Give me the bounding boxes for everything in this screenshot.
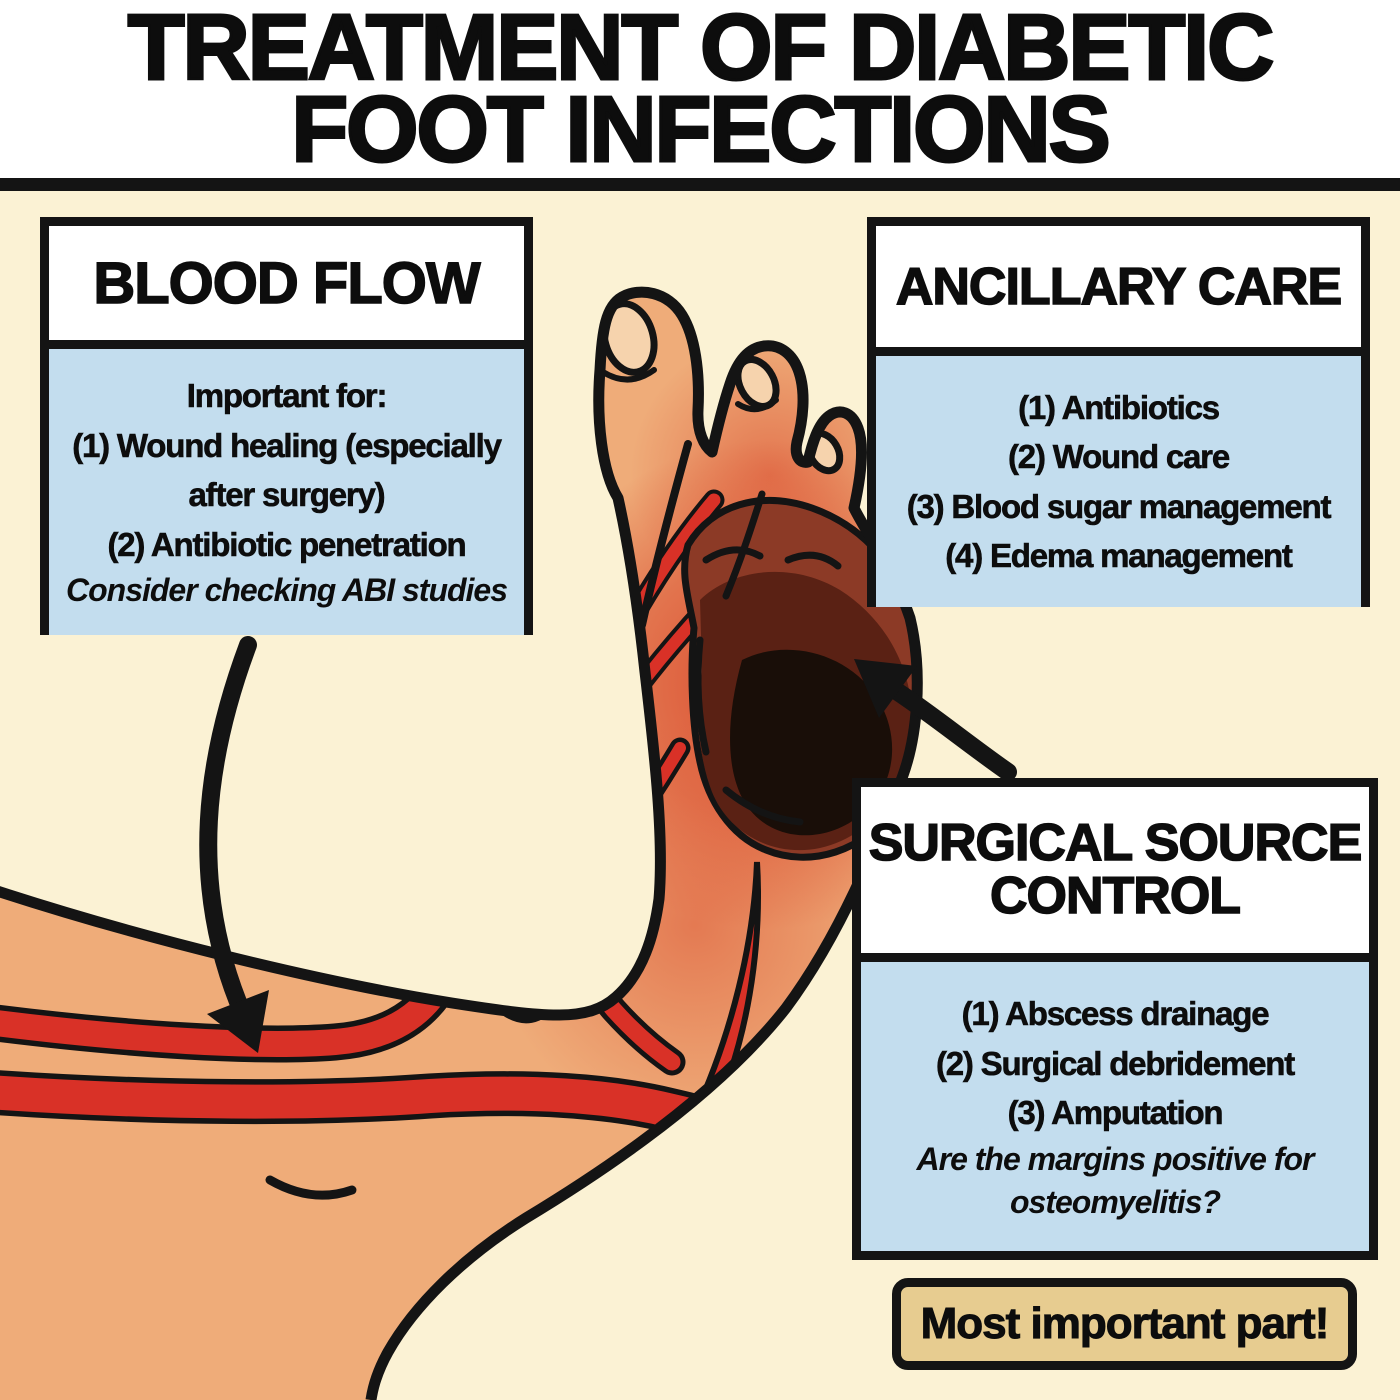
surgical-note: Are the margins positive for osteomyelit… (916, 1140, 1315, 1220)
necrosis-detail-lines (694, 546, 842, 826)
panel-ancillary-care-heading: ANCILLARY CARE (876, 226, 1361, 356)
skin-creases (265, 367, 779, 1200)
panel-blood-flow: BLOOD FLOW Important for: (1) Wound heal… (40, 217, 533, 635)
panel-ancillary-care: ANCILLARY CARE (1) Antibiotics (2) Wound… (867, 217, 1370, 607)
necrotic-area-core (730, 649, 893, 836)
surgical-line: (1) Abscess drainage (961, 995, 1270, 1033)
panel-blood-flow-heading: BLOOD FLOW (49, 226, 524, 349)
arrow-to-artery (199, 636, 269, 1053)
panel-surgical-source-control: SURGICAL SOURCE CONTROL (1) Abscess drai… (852, 778, 1378, 1260)
toenails (600, 300, 844, 475)
blood-flow-line: (2) Antibiotic penetration (107, 525, 467, 564)
title-banner: TREATMENT OF DIABETIC FOOT INFECTIONS (0, 0, 1400, 178)
surgical-line: (3) Amputation (1007, 1094, 1224, 1132)
blood-flow-line: Important for: (186, 377, 387, 415)
panel-ancillary-care-body: (1) Antibiotics (2) Wound care (3) Blood… (876, 356, 1361, 607)
page-title-line1: TREATMENT OF DIABETIC (126, 0, 1276, 100)
ancillary-care-line: (3) Blood sugar management (906, 487, 1331, 525)
arrowhead-icon (854, 659, 917, 718)
title-divider (0, 178, 1400, 191)
foot-outline (0, 286, 923, 1400)
most-important-badge: Most important part! (892, 1278, 1357, 1370)
ancillary-care-line: (4) Edema management (945, 537, 1293, 575)
blood-flow-line: (1) Wound healing (especially (72, 426, 502, 465)
malleolus-highlight (452, 808, 574, 1024)
blood-flow-note: Consider checking ABI studies (65, 572, 508, 609)
panel-surgical-source-control-heading: SURGICAL SOURCE CONTROL (861, 787, 1369, 962)
page-title-line2: FOOT INFECTIONS (290, 77, 1112, 181)
panel-blood-flow-body: Important for: (1) Wound healing (especi… (49, 349, 524, 635)
surgical-line: (2) Surgical debridement (935, 1044, 1296, 1082)
blood-flow-line: after surgery) (188, 476, 386, 514)
panel-surgical-source-control-body: (1) Abscess drainage (2) Surgical debrid… (861, 962, 1369, 1251)
ancillary-care-line: (1) Antibiotics (1018, 388, 1221, 426)
arrowhead-icon (207, 990, 269, 1053)
arrow-to-necrosis (854, 659, 1017, 781)
ancillary-care-line: (2) Wound care (1008, 438, 1231, 476)
